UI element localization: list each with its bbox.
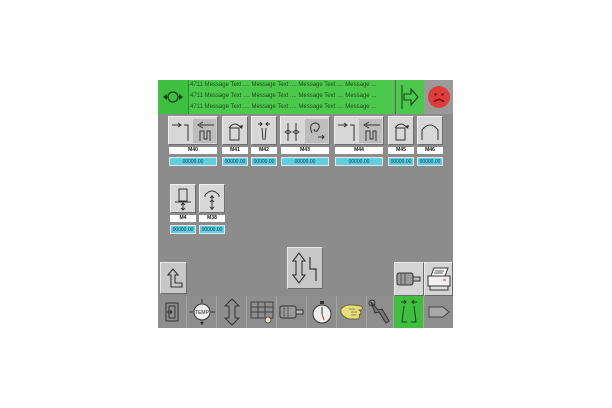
function-label: M41 bbox=[222, 147, 248, 154]
function-tile-m42[interactable] bbox=[251, 116, 277, 145]
function-value[interactable]: 00000.00 bbox=[170, 225, 196, 234]
arch-icon bbox=[421, 124, 439, 140]
rotate-icon bbox=[394, 123, 409, 140]
hand-icon bbox=[340, 304, 363, 320]
hmi-panel: 4711 Message Text .... Message Text ....… bbox=[158, 80, 453, 328]
up-down-step-icon bbox=[291, 252, 317, 284]
printer-icon bbox=[427, 267, 450, 291]
manual-move-button[interactable] bbox=[287, 247, 323, 289]
function-tile-m38[interactable] bbox=[199, 184, 225, 213]
message-line: 4711 Message Text .... Message Text ....… bbox=[190, 104, 377, 110]
toolbar-mold-button[interactable] bbox=[394, 296, 424, 328]
status-indicator[interactable] bbox=[424, 80, 453, 114]
motor-button[interactable] bbox=[394, 262, 424, 296]
function-label: M46 bbox=[417, 147, 443, 154]
mold-open-icon bbox=[338, 118, 382, 143]
toolbar-temperature-button[interactable]: TEMP bbox=[187, 296, 217, 328]
function-value[interactable]: 00000.00 bbox=[199, 225, 225, 234]
toolbar-timer-button[interactable] bbox=[307, 296, 337, 328]
function-label: M44 bbox=[335, 147, 383, 154]
function-value[interactable]: 00000.00 bbox=[222, 157, 248, 166]
svg-text:TEMP: TEMP bbox=[195, 310, 210, 316]
function-value[interactable]: 00000.00 bbox=[251, 157, 277, 166]
door-exit-icon bbox=[165, 302, 179, 322]
machine-button[interactable] bbox=[158, 80, 189, 114]
toolbar-motor-button[interactable] bbox=[277, 296, 307, 328]
wrench-icon bbox=[368, 299, 390, 324]
toolbar-tools-button[interactable] bbox=[367, 296, 394, 328]
message-line: 4711 Message Text .... Message Text ....… bbox=[190, 93, 377, 99]
mold-green-icon bbox=[400, 299, 417, 323]
toolbar-table-button[interactable] bbox=[247, 296, 277, 328]
function-tile-m40[interactable] bbox=[168, 116, 218, 145]
toolbar-hand-button[interactable] bbox=[337, 296, 367, 328]
function-value[interactable]: 00000.00 bbox=[417, 157, 443, 166]
rotate-icon bbox=[228, 123, 243, 140]
temperature-dial-icon: TEMP bbox=[188, 299, 215, 325]
ejector-icon bbox=[175, 188, 191, 211]
function-label: M45 bbox=[388, 147, 414, 154]
core-pull-icon bbox=[204, 190, 220, 210]
arrow-right-icon bbox=[401, 85, 419, 109]
message-list: 4711 Message Text .... Message Text ....… bbox=[189, 80, 394, 114]
toolbar-next-button[interactable] bbox=[424, 296, 453, 328]
sad-face-icon bbox=[427, 86, 450, 108]
function-label: M38 bbox=[199, 215, 225, 222]
function-tile-m44[interactable] bbox=[334, 116, 384, 145]
motor-icon bbox=[279, 305, 303, 319]
mold-close-icon bbox=[172, 118, 216, 143]
machine-gear-icon bbox=[163, 91, 183, 103]
function-tile-m4[interactable] bbox=[170, 184, 196, 213]
function-tile-m43[interactable] bbox=[280, 116, 330, 145]
toolbar-exit-button[interactable] bbox=[158, 296, 187, 328]
function-label: M4 bbox=[170, 215, 196, 222]
function-label: M40 bbox=[169, 147, 217, 154]
function-value[interactable]: 00000.00 bbox=[169, 157, 217, 166]
back-arrow-icon bbox=[166, 268, 183, 288]
back-button[interactable] bbox=[160, 262, 187, 294]
function-tile-m46[interactable] bbox=[417, 116, 443, 145]
function-tile-m45[interactable] bbox=[388, 116, 414, 145]
function-value[interactable]: 00000.00 bbox=[281, 157, 329, 166]
function-value[interactable]: 00000.00 bbox=[335, 157, 383, 166]
stopwatch-icon bbox=[312, 301, 331, 324]
next-message-button[interactable] bbox=[395, 80, 424, 114]
function-value[interactable]: 00000.00 bbox=[388, 157, 414, 166]
print-button[interactable] bbox=[424, 262, 453, 296]
function-label: M42 bbox=[251, 147, 277, 154]
up-down-arrow-icon bbox=[223, 298, 240, 326]
valve-spiral-icon bbox=[284, 118, 328, 143]
message-line: 4711 Message Text .... Message Text ....… bbox=[190, 82, 377, 88]
nozzle-icon bbox=[258, 121, 270, 140]
function-tile-m41[interactable] bbox=[222, 116, 248, 145]
arrow-tab-icon bbox=[428, 306, 450, 318]
motor-icon bbox=[396, 272, 421, 286]
toolbar-movement-button[interactable] bbox=[217, 296, 247, 328]
grid-touch-icon bbox=[250, 301, 273, 324]
message-header: 4711 Message Text .... Message Text ....… bbox=[158, 80, 453, 114]
function-label: M43 bbox=[281, 147, 329, 154]
